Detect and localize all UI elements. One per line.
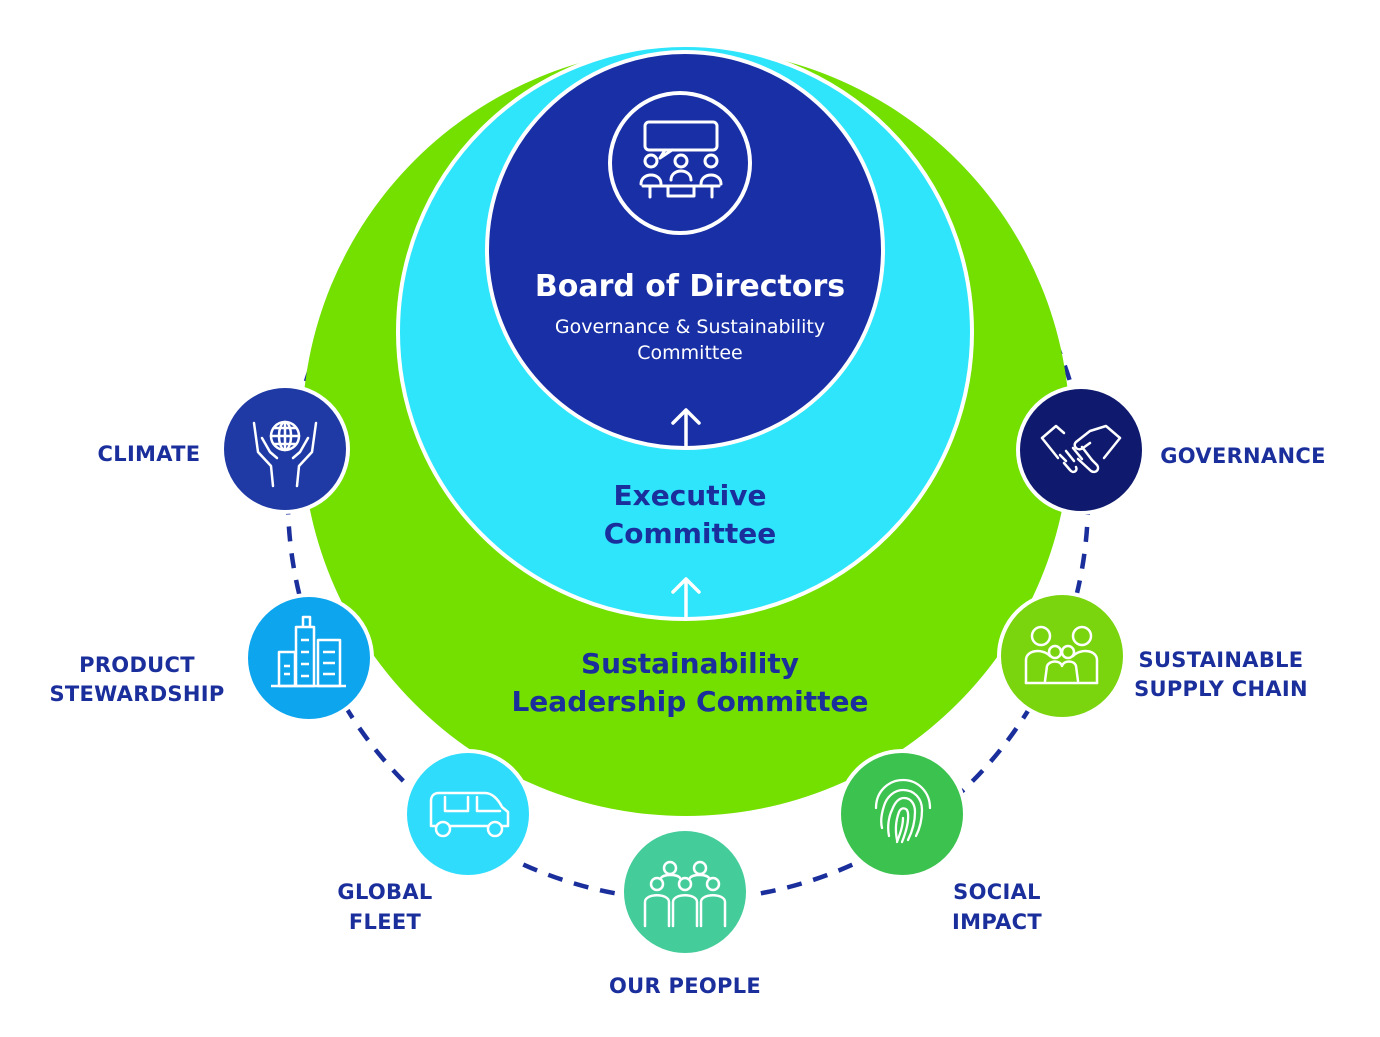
supply-label-line2: SUPPLY CHAIN: [1134, 677, 1308, 701]
family-icon: [1024, 625, 1099, 685]
executive-line2: Committee: [604, 517, 776, 550]
pillar-product-stewardship: PRODUCT STEWARDSHIP: [49, 593, 374, 723]
governance-label: GOVERNANCE: [1160, 444, 1325, 468]
buildings-icon: [271, 615, 346, 688]
supply-label-line1: SUSTAINABLE: [1139, 648, 1304, 672]
leadership-line1: Sustainability: [581, 647, 799, 680]
pillar-our-people: OUR PEOPLE: [609, 827, 761, 998]
leadership-line2: Leadership Committee: [511, 685, 868, 718]
board-subtitle-line2: Committee: [637, 342, 742, 364]
van-icon: [429, 791, 510, 838]
globe-hands-icon: [252, 420, 318, 488]
social-label-line2: IMPACT: [952, 910, 1042, 934]
board-subtitle-line1: Governance & Sustainability: [555, 316, 825, 338]
meeting-icon: [608, 91, 752, 235]
pillar-supply-chain: SUSTAINABLE SUPPLY CHAIN: [997, 591, 1308, 721]
board-circle: [485, 50, 885, 450]
handshake-icon: [1040, 424, 1122, 474]
arrow-up-icon: [671, 408, 701, 450]
social-label-line1: SOCIAL: [953, 880, 1041, 904]
pillar-social-impact: SOCIAL IMPACT: [837, 749, 1042, 934]
people-label: OUR PEOPLE: [609, 974, 761, 998]
pillar-global-fleet: GLOBAL FLEET: [337, 749, 533, 934]
fingerprint-icon: [874, 778, 932, 844]
climate-label: CLIMATE: [98, 442, 201, 466]
product-label-line1: PRODUCT: [79, 653, 195, 677]
arrow-up-icon-2: [671, 577, 701, 619]
fleet-label-line2: FLEET: [349, 910, 422, 934]
executive-line1: Executive: [614, 479, 767, 512]
pillar-climate: CLIMATE: [98, 384, 350, 514]
pillar-governance: GOVERNANCE: [1016, 385, 1325, 515]
people-group-icon: [643, 860, 727, 928]
fleet-label-line1: GLOBAL: [337, 880, 432, 904]
board-title: Board of Directors: [535, 269, 845, 304]
product-label-line2: STEWARDSHIP: [49, 682, 224, 706]
